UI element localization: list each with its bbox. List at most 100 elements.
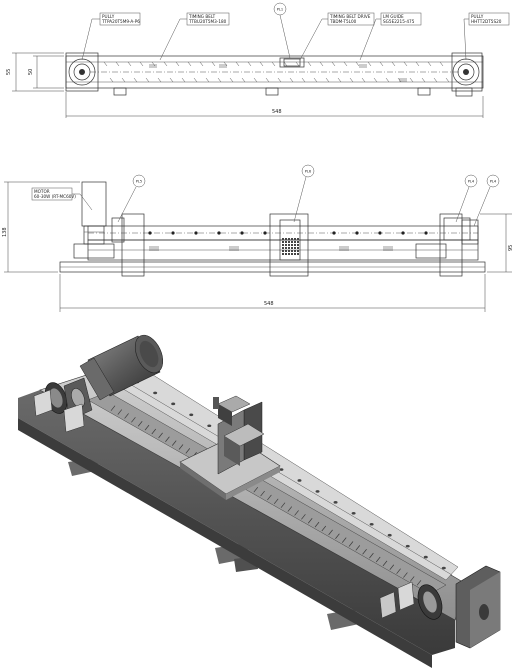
top-end-block [455,87,473,97]
callout-part-number: HHTT2DT5S20 [471,19,502,24]
iso-belt-tooth [158,432,163,439]
iso-rail-hole [315,490,320,493]
callout-title: TIMING BELT DRIVE [329,14,371,19]
right-end-cap [461,219,479,245]
rail-marks [149,246,393,251]
belt-tooth [355,61,360,67]
iso-rail-hole [153,391,158,395]
iso-belt-tooth [171,440,177,446]
clamp-tooth [288,253,290,255]
belt-tooth [175,61,180,67]
belt-tooth [415,61,420,67]
belt-tooth [343,61,348,67]
iso-belt-tooth [131,417,136,423]
iso-belt-tooth [375,556,381,563]
iso-right-bracket [397,581,415,611]
carriage-belt-clamp [282,238,299,255]
iso-belt-tooth [151,428,157,435]
belt-tooth [289,77,294,83]
clamp-tooth [285,244,287,246]
iso-belt-tooth [110,405,116,411]
belt-tooth [199,61,204,67]
clamp-tooth [291,244,293,246]
belt-tooth [211,61,216,67]
iso-belt-tooth [185,448,191,454]
left-pulley-hub [73,63,91,81]
rail-hole [263,231,267,235]
belt-tooth [157,77,162,83]
belt-tooth [421,77,426,83]
iso-belt-tooth [321,525,327,532]
iso-belt-tooth [267,494,272,501]
iso-motor [79,334,164,401]
rail-hole [217,231,221,235]
belt-tooth [373,77,378,83]
rail-hole [194,231,198,235]
dimension-height-55: 55 [6,52,64,92]
carriage-plate [269,213,309,277]
balloon-pl1: PL1 [273,2,291,59]
iso-end-cap-hole [479,604,489,620]
belt-tooth [295,61,300,67]
belt-tooth [151,61,156,67]
rail-hole [148,231,152,235]
clamp-tooth [294,238,296,240]
belt-tooth [187,61,192,67]
iso-rail-hole [423,555,428,559]
belt-tooth [193,77,198,83]
iso-belt-tooth [328,529,333,536]
clamp-tooth [285,250,287,252]
iso-belt-tooth [389,564,395,570]
callout-part-number: TBDM-T5L00 [329,19,357,24]
right-pulley-housing [451,52,483,92]
clamp-tooth [288,247,290,249]
belt-teeth [103,61,450,83]
clamp-tooth [285,238,287,240]
iso-belt-tooth [301,514,306,520]
callout-part-number: SG5E2215-475 [383,19,415,24]
clamp-tooth [282,238,284,240]
belt-tooth [433,77,438,83]
iso-left-bracket [33,389,53,417]
iso-carriage-block [223,423,265,447]
iso-belt-tooth [416,580,422,586]
iso-rail-hole [189,413,194,417]
dimension-height-50: 50 [28,55,64,89]
iso-belt-tooth [280,502,286,508]
iso-carriage-block-front [224,436,240,466]
right-end-plate [439,213,463,277]
iso-rail-hole [369,522,374,526]
belt-tooth [163,61,168,67]
belt-tooth [427,61,432,67]
svg-text:55: 55 [6,69,12,75]
right-idler-block [443,217,471,241]
belt-tooth [391,61,396,67]
callout-title: PULLY [471,14,484,19]
iso-rail-hole [333,501,338,504]
belt-tooth [325,77,330,83]
belt-tooth [169,77,174,83]
clamp-tooth [282,253,284,255]
clamp-tooth [297,247,299,249]
iso-belt-tooth [409,576,415,582]
iso-right-bracket [379,591,397,619]
belt-tooth [241,77,246,83]
belt-tooth [121,77,126,83]
belt-tooth [301,77,306,83]
callout-timing-belt-drive: TIMING BELT DRIVE TBDM-T5L00 [299,12,375,61]
svg-text:PL1: PL1 [277,8,283,12]
belt-tooth [139,61,144,67]
svg-text:PL5: PL5 [136,180,142,184]
clamp-tooth [288,250,290,252]
belt-tooth [307,61,312,67]
left-pulley-bore [79,69,85,75]
belt-tooth [247,61,252,67]
svg-text:PL4: PL4 [468,180,475,184]
belt-drive-carriage [279,57,305,68]
rail-hole [378,231,382,235]
belt-drive-clamp [283,58,301,67]
right-pulley-front [415,243,447,259]
dimension-height-95: 95 [480,213,514,273]
belt-tooth [361,77,366,83]
clamp-tooth [294,241,296,243]
